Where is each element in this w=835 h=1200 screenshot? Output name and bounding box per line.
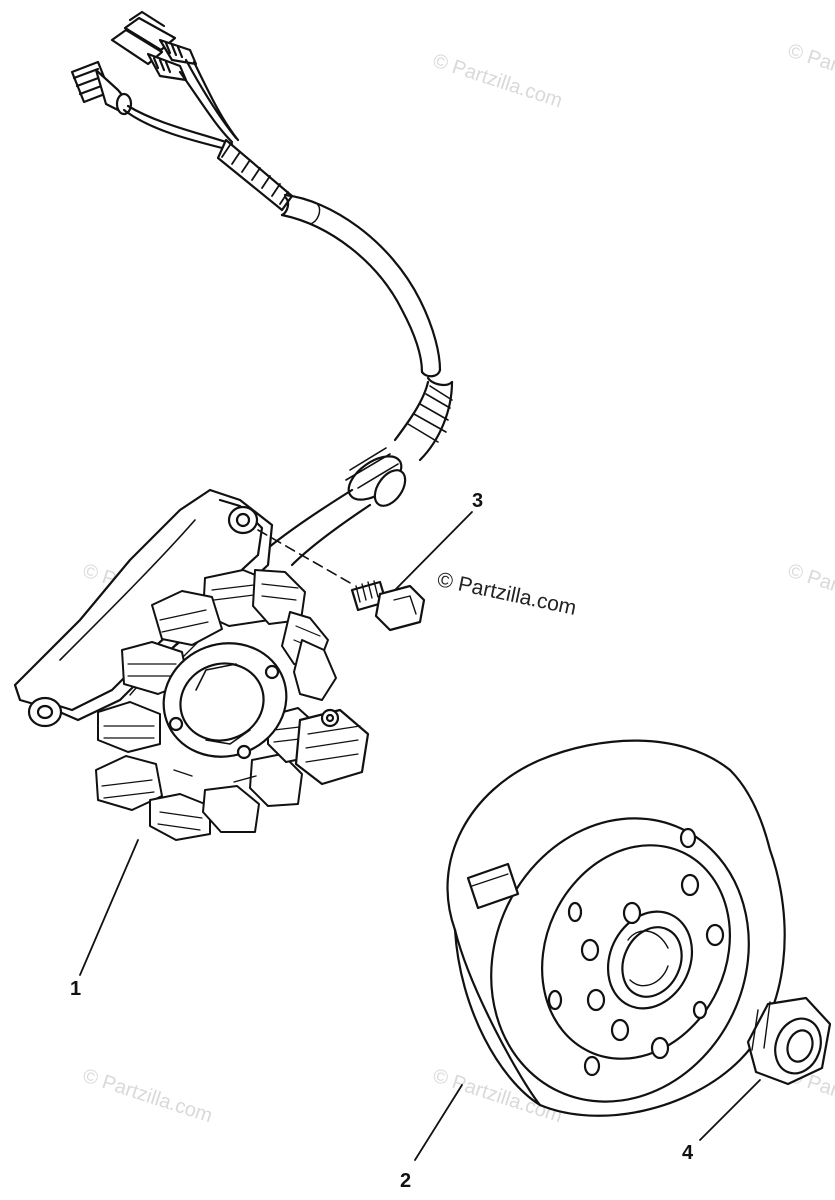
screw-part [257, 511, 473, 632]
connector-round [70, 60, 133, 116]
callout-4: 4 [682, 1142, 694, 1164]
grommet [345, 447, 407, 507]
nut-part [699, 996, 832, 1141]
pickup-coil [294, 708, 370, 786]
connector-terminal-1 [123, 10, 198, 66]
rotor-flywheel [414, 739, 786, 1161]
callout-1: 1 [70, 978, 82, 1000]
callout-3: 3 [472, 490, 484, 512]
wire-harness [70, 10, 454, 567]
connector-terminal-2 [110, 28, 188, 82]
stator-assembly [13, 488, 370, 976]
callout-2: 2 [400, 1170, 412, 1192]
